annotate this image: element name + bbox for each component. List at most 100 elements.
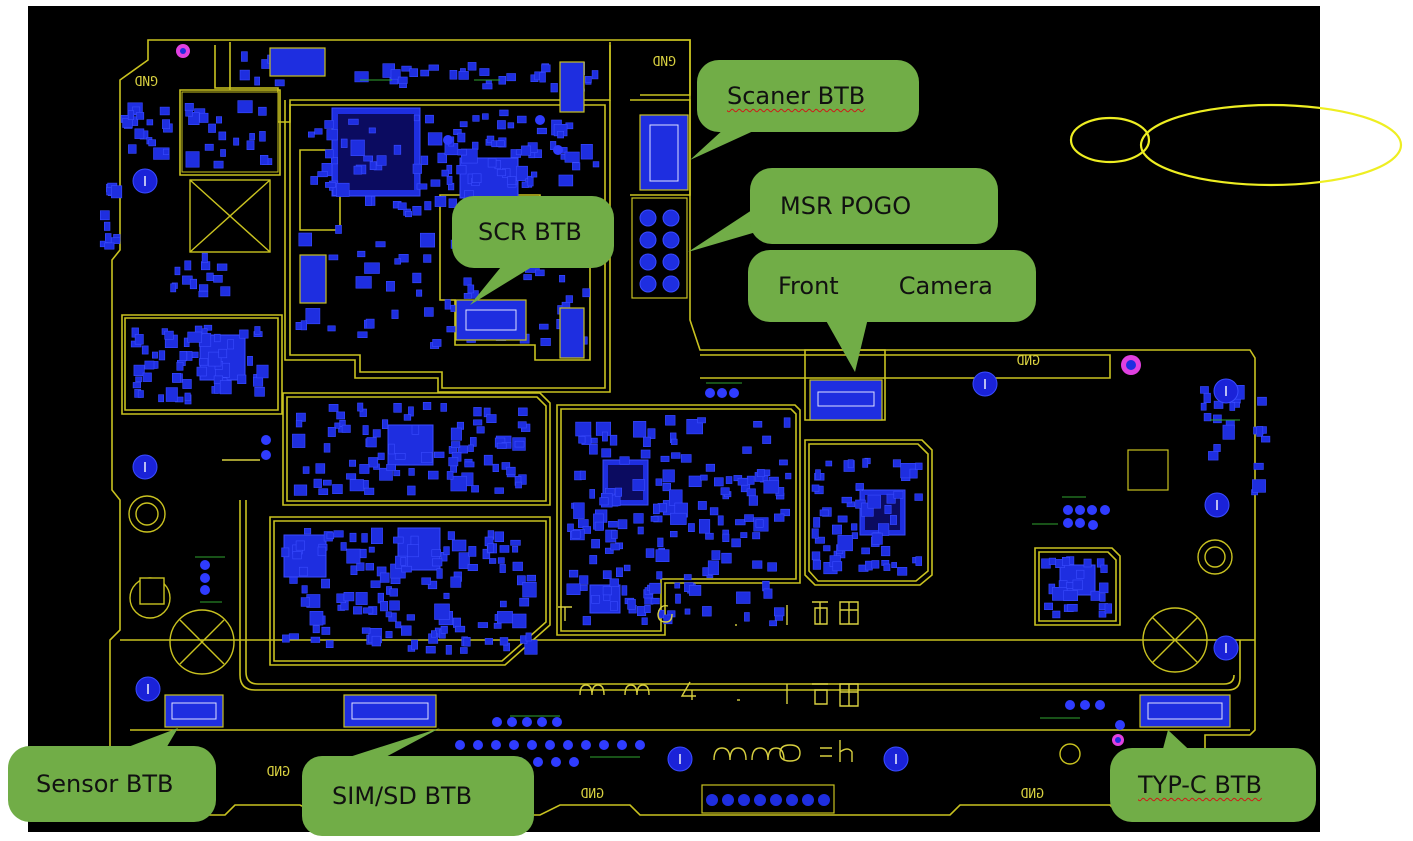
via [1075,518,1085,528]
smd-pad [702,606,712,617]
via [717,388,727,398]
smd-pad [237,100,253,114]
via [1065,700,1075,710]
smd-pad [1062,556,1071,566]
smd-pad [365,563,374,571]
callout-label: SCR BTB [478,218,582,246]
smd-pad [688,523,695,532]
smd-pad [541,64,551,73]
smd-pad [578,435,586,444]
smd-pad [254,326,261,335]
smd-pad [506,73,516,82]
smd-pad [152,351,158,359]
callout-label-left: Front [778,272,839,300]
smd-pad [615,567,623,577]
smd-pad [645,548,655,558]
smd-pad [334,422,341,429]
smd-pad [259,131,266,142]
smd-pad [295,321,302,330]
smd-pad [353,606,363,615]
smd-pad [591,70,599,80]
smd-pad [431,549,441,557]
smd-pad [274,79,285,87]
smd-pad [756,469,765,477]
smd-pad [496,140,505,147]
smd-pad [332,484,343,494]
smd-pad [889,515,897,525]
smd-pad [1252,479,1266,493]
smd-pad [464,461,475,468]
smd-pad [346,548,361,564]
smd-pad [301,585,308,594]
smd-pad [359,548,367,559]
smd-pad [440,625,448,634]
smd-pad [1213,414,1222,424]
smd-pad [393,402,402,413]
smd-pad [385,631,393,639]
smd-pad [430,179,441,187]
smd-pad [282,634,290,643]
smd-pad [432,339,442,347]
smd-pad [214,333,221,343]
smd-pad [241,51,248,62]
smd-pad [592,161,600,168]
smd-pad [146,119,154,126]
smd-pad [709,507,719,516]
smd-pad [862,458,869,468]
smd-pad [643,436,651,448]
smd-pad [590,437,598,444]
smd-pad [355,276,372,289]
smd-pad [364,262,380,274]
smd-pad [744,514,754,522]
callout-label: Sensor BTB [36,770,174,798]
smd-pad [458,552,470,569]
smd-pad [184,392,191,401]
smd-pad [769,620,777,627]
mounting-hole [1213,635,1239,661]
smd-pad [127,110,134,120]
smd-pad [104,242,115,250]
smd-pad [557,131,564,139]
smd-pad [427,132,443,146]
callout-typ-c-btb: TYP-C BTB [1110,748,1316,822]
smd-pad [355,592,368,605]
smd-pad [227,339,234,350]
smd-pad [476,426,485,434]
smd-pad [446,471,454,480]
smd-pad [350,565,358,575]
smd-pad [632,479,645,491]
via [1063,518,1073,528]
smd-pad [327,426,336,437]
smd-pad [174,266,181,276]
smd-pad [735,519,746,526]
mounting-hole [1213,378,1239,404]
smd-pad [179,350,188,362]
smd-pad [420,69,430,77]
smd-pad [467,563,478,571]
callout-sim-sd-btb: SIM/SD BTB [302,756,534,836]
smd-pad [825,460,833,467]
board-markers [128,179,1233,765]
smd-pad [510,539,521,546]
smd-pad [256,364,269,379]
smd-pad [425,645,436,654]
smd-pad [892,459,901,468]
smd-pad [428,64,439,71]
smd-pad [1203,392,1211,404]
smd-pad [105,233,112,243]
smd-pad [350,139,365,156]
smd-pad [330,157,338,165]
smd-pad [335,225,342,234]
smd-pad [132,382,142,389]
smd-pad [591,594,600,604]
smd-pad [343,591,355,602]
smd-pad [204,143,214,151]
smd-pad [381,419,389,430]
smd-pad [394,452,406,460]
smd-pad [137,390,144,398]
smd-pad [521,181,529,188]
smd-pad [388,443,395,455]
smd-pad [326,532,335,540]
smd-pad [410,535,419,546]
smd-pad [473,407,482,417]
